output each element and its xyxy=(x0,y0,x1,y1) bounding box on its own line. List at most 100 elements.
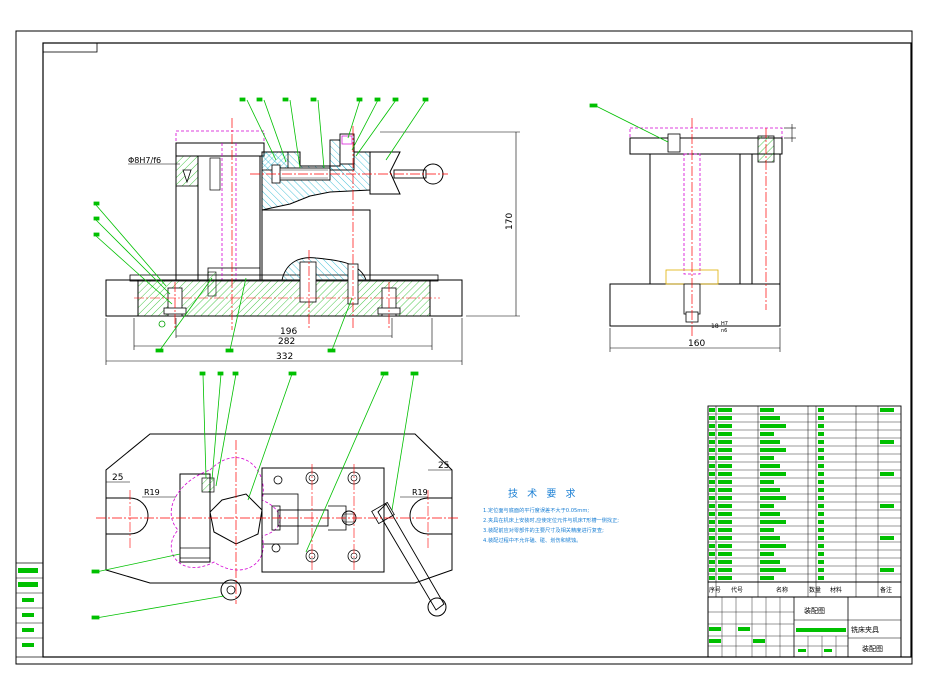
top-view-dimensions xyxy=(106,469,452,498)
bom-cell-mark xyxy=(818,408,824,412)
dim-top-left-r19: R19 xyxy=(144,488,160,497)
bom-cell-mark xyxy=(880,504,894,508)
bom-cell-mark xyxy=(880,440,894,444)
bom-cell-mark xyxy=(818,448,824,452)
bom-cell-mark xyxy=(760,512,780,516)
bom-cell-mark xyxy=(818,488,824,492)
drawing-frame xyxy=(15,30,913,665)
bom-cell-mark xyxy=(718,552,732,556)
bom-cell-mark xyxy=(709,440,715,444)
bom-cell-mark xyxy=(718,432,732,436)
dim-top-right-25: 25 xyxy=(438,461,449,471)
bom-cell-mark xyxy=(718,512,732,516)
bom-cell-mark xyxy=(760,440,780,444)
bom-cell-mark xyxy=(709,416,715,420)
bom-cell-mark xyxy=(718,504,732,508)
bom-cell-mark xyxy=(718,560,732,564)
bom-cell-mark xyxy=(760,552,774,556)
dim-196: 196 xyxy=(280,327,297,337)
title-block-product-name: 铣床夹具 xyxy=(851,625,879,634)
bom-cell-mark xyxy=(760,576,774,580)
bom-cell-mark xyxy=(880,472,894,476)
bom-cell-mark xyxy=(718,576,732,580)
bom-cell-mark xyxy=(709,480,715,484)
bom-cell-mark xyxy=(760,472,786,476)
bom-cell-mark xyxy=(718,496,732,500)
bom-cell-mark xyxy=(718,440,732,444)
bom-cell-mark xyxy=(880,536,894,540)
bom-cell-mark xyxy=(818,496,824,500)
bom-cell-mark xyxy=(760,408,774,412)
bom-cell-mark xyxy=(818,560,824,564)
title-block-drawing-name: 装配图 xyxy=(804,606,825,615)
bom-cell-mark xyxy=(709,520,715,524)
bom-cell-mark xyxy=(818,536,824,540)
bom-cell-mark xyxy=(760,464,780,468)
bom-cell-mark xyxy=(709,512,715,516)
bom-cell-mark xyxy=(760,432,774,436)
bom-cell-mark xyxy=(718,528,732,532)
bom-cell-mark xyxy=(718,456,732,460)
bom-cell-mark xyxy=(818,568,824,572)
bom-cell-mark xyxy=(718,536,732,540)
technical-requirements: 技 术 要 求 1.定位面与底面的平行度误差不大于0.05mm; 2.夹具在机床… xyxy=(483,487,619,544)
bom-cell-mark xyxy=(709,560,715,564)
bom-cell-mark xyxy=(709,544,715,548)
bom-cell-mark xyxy=(709,496,715,500)
front-view xyxy=(105,118,463,330)
bom-cell-mark xyxy=(760,496,786,500)
bom-cell-mark xyxy=(760,544,786,548)
bom-cell-mark xyxy=(818,440,824,444)
dim-side-fit-num: H7 xyxy=(721,321,728,327)
bom-cell-mark xyxy=(709,536,715,540)
dim-top-left-25: 25 xyxy=(112,473,123,483)
bom-cell-mark xyxy=(718,472,732,476)
bom-cell-mark xyxy=(718,488,732,492)
bom-cell-mark xyxy=(818,456,824,460)
bom-cell-mark xyxy=(818,424,824,428)
bom-cell-mark xyxy=(760,536,780,540)
front-callouts xyxy=(93,97,429,353)
bom-cell-mark xyxy=(760,424,786,428)
bom-cell-mark xyxy=(760,448,786,452)
bom-header-no: 序号 xyxy=(709,586,721,594)
bom-cell-mark xyxy=(818,464,824,468)
bom-cell-mark xyxy=(718,448,732,452)
bom-cell-mark xyxy=(718,480,732,484)
bom-cell-mark xyxy=(818,432,824,436)
bom-cell-mark xyxy=(760,456,774,460)
bom-cell-mark xyxy=(709,432,715,436)
dim-160: 160 xyxy=(688,339,705,349)
binding-strip xyxy=(15,562,44,658)
bom-cell-mark xyxy=(818,504,824,508)
bom-cell-mark xyxy=(760,520,786,524)
bom-cell-mark xyxy=(818,472,824,476)
bom-cell-mark xyxy=(818,528,824,532)
bom-cell-mark xyxy=(709,424,715,428)
bom-cell-mark xyxy=(818,576,824,580)
bom-cell-mark xyxy=(760,560,780,564)
bom-cell-mark xyxy=(709,528,715,532)
dim-top-right-r19: R19 xyxy=(412,488,428,497)
bom-cell-mark xyxy=(718,464,732,468)
tech-req-line-3: 3.装配前应对零部件的主要尺寸及相关精度进行复查; xyxy=(483,526,604,534)
front-view-dimensions xyxy=(105,131,520,365)
bom-cell-mark xyxy=(718,568,732,572)
bom-cell-mark xyxy=(718,424,732,428)
tech-req-line-1: 1.定位面与底面的平行度误差不大于0.05mm; xyxy=(483,506,589,514)
bom-cell-mark xyxy=(880,568,894,572)
bom-cell-mark xyxy=(709,408,715,412)
bom-cell-mark xyxy=(709,576,715,580)
dim-fit-8h7: Φ8H7/f6 xyxy=(128,156,161,165)
bom-cell-mark xyxy=(718,408,732,412)
tech-req-line-2: 2.夹具在机床上安装时,应使定位元件与机床T形槽一侧找正; xyxy=(483,516,619,524)
bom-cell-mark xyxy=(760,488,780,492)
bom-cell-mark xyxy=(760,480,774,484)
title-block-sheet-label: 装配图 xyxy=(862,644,883,653)
dim-side-fit-den: n6 xyxy=(721,328,727,334)
top-callouts xyxy=(91,371,419,620)
bom-header-qty: 数量 xyxy=(809,586,821,594)
bom-header-remark: 备注 xyxy=(880,586,892,594)
parts-list: 序号 代号 名称 数量 材料 备注 xyxy=(707,405,902,598)
